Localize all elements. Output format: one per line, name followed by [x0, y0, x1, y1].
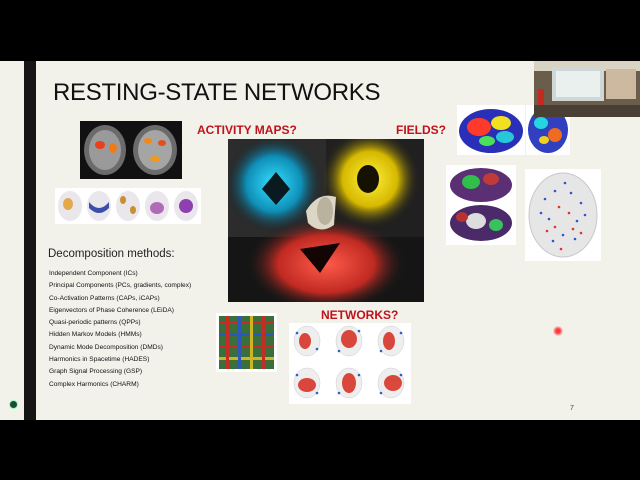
slide-page-number: 7 — [570, 405, 574, 412]
slide-nav-icon[interactable] — [9, 400, 18, 409]
speaker-webcam-feed — [534, 61, 640, 117]
method-item: Complex Harmonics (CHARM) — [49, 380, 139, 388]
method-item: Graph Signal Processing (GSP) — [49, 368, 143, 376]
method-item: Co-Activation Patterns (CAPs, iCAPs) — [49, 294, 160, 302]
slide-sidebar-bar — [24, 61, 36, 420]
shadow-projection-illustration — [228, 139, 424, 302]
glass-brain-network-nodes — [525, 169, 601, 261]
decomposition-heading: Decomposition methods: — [48, 248, 175, 260]
brain-surface-renders — [446, 165, 516, 245]
slide-title: RESTING-STATE NETWORKS — [53, 79, 381, 106]
networks-brain-grid — [289, 323, 411, 404]
laser-pointer-cursor — [553, 326, 563, 336]
method-item: Independent Component (ICs) — [49, 270, 138, 277]
presentation-slide: RESTING-STATE NETWORKS ACTIVITY MAPS? FI… — [0, 61, 640, 420]
method-item: Dynamic Mode Decomposition (DMDs) — [49, 343, 163, 351]
method-item: Harmonics in Spacetime (HADES) — [49, 356, 150, 364]
fields-label: FIELDS? — [396, 123, 446, 137]
method-item: Principal Components (PCs, gradients, co… — [49, 282, 192, 290]
decomposition-methods-list: Independent Component (ICs) Principal Co… — [49, 268, 191, 391]
activity-maps-label: ACTIVITY MAPS? — [197, 123, 297, 137]
connectivity-matrix-image — [216, 313, 277, 372]
slide-sidebar — [0, 61, 24, 420]
brain-networks-thumbnails — [55, 188, 201, 224]
brain-field-map-lateral — [457, 105, 525, 155]
fmri-brain-slices-image — [80, 121, 182, 179]
method-item: Quasi-periodic patterns (QPPs) — [49, 319, 141, 327]
method-item: Hidden Markov Models (HMMs) — [49, 331, 142, 339]
networks-label: NETWORKS? — [321, 308, 399, 322]
method-item: Eigenvectors of Phase Coherence (LEiDA) — [49, 306, 174, 314]
